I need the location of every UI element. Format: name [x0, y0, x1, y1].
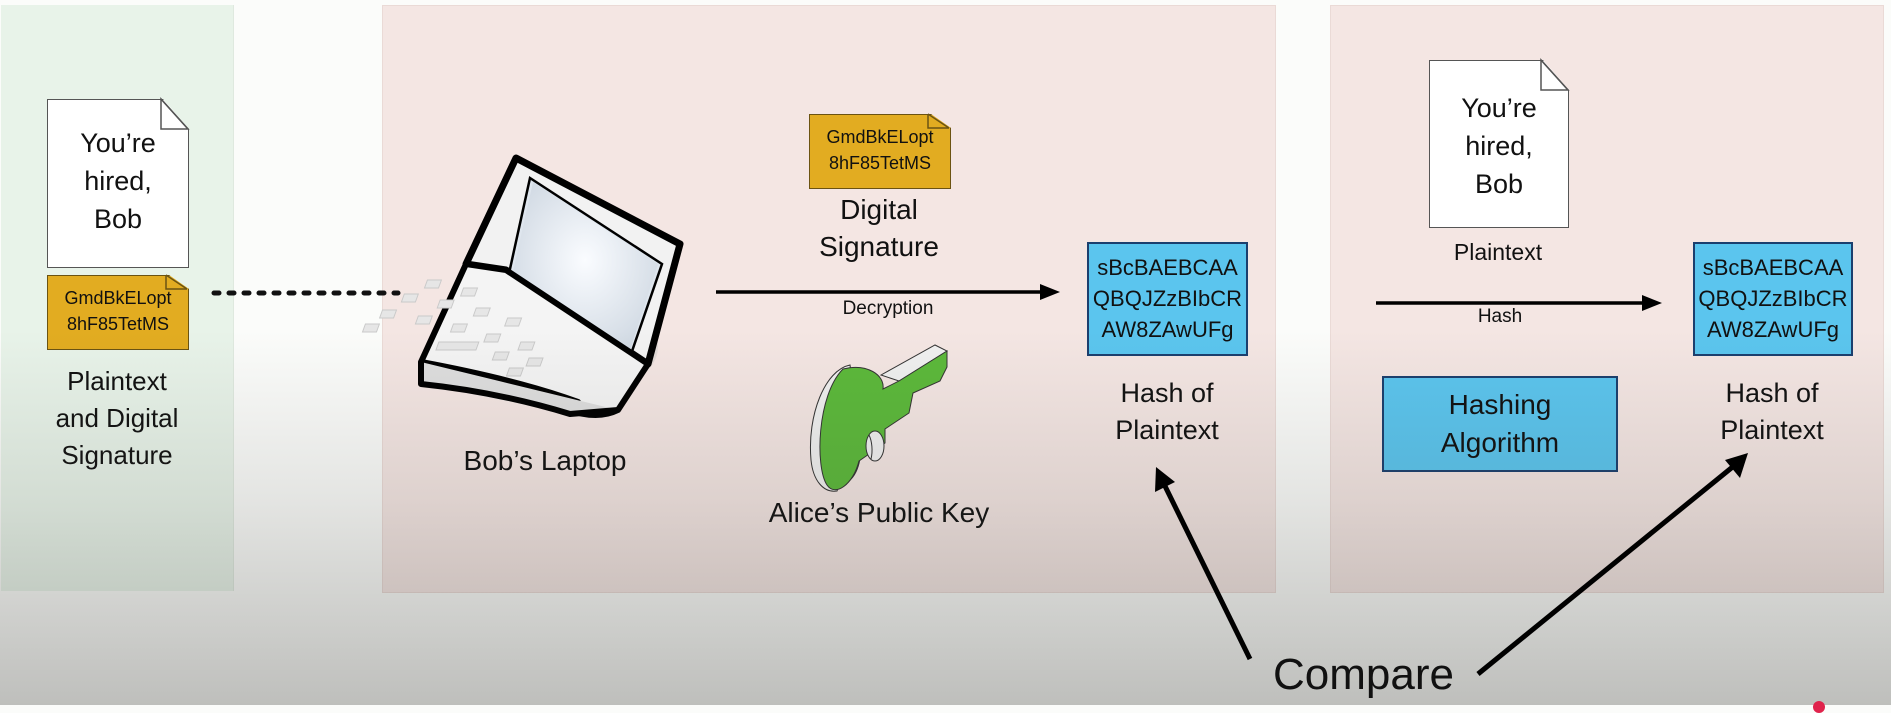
- document-fold-icon: [160, 97, 190, 130]
- signature-fold-icon: [927, 113, 950, 129]
- hashing-algorithm-box: Hashing Algorithm: [1382, 376, 1618, 472]
- laptop-caption: Bob’s Laptop: [463, 445, 627, 476]
- dotted-connector: [211, 290, 401, 296]
- hash-arrow: [1376, 295, 1662, 311]
- hash-label: Hash: [1477, 306, 1523, 327]
- decrypted-hash-caption: Hash of Plaintext: [1115, 378, 1219, 445]
- progress-marker: [1813, 701, 1825, 713]
- signature-file-icon: GmdBkELopt 8hF85TetMS: [809, 114, 951, 189]
- document-fold-icon: [1540, 58, 1570, 91]
- document-icon: You’re hired, Bob: [47, 99, 189, 268]
- compare-arrow-left: [1155, 467, 1253, 661]
- compare-arrow-right: [1476, 453, 1748, 676]
- key-caption: Alice’s Public Key: [768, 497, 990, 528]
- computed-hash-box: sBcBAEBCAA QBQJZzBIbCR AW8ZAwUFg: [1693, 242, 1853, 356]
- compare-label: Compare: [1273, 650, 1454, 699]
- key-icon: [809, 344, 949, 492]
- document-text: You’re hired, Bob: [1461, 93, 1537, 199]
- decryption-arrow: [716, 284, 1060, 300]
- plaintext-caption: Plaintext: [1453, 239, 1543, 265]
- decryption-label: Decryption: [842, 298, 934, 319]
- left-panel-caption: Plaintext and Digital Signature: [55, 366, 179, 470]
- signature-caption: Digital Signature: [819, 194, 939, 262]
- decrypted-hash-box: sBcBAEBCAA QBQJZzBIbCR AW8ZAwUFg: [1087, 242, 1248, 356]
- computed-hash-caption: Hash of Plaintext: [1720, 378, 1824, 445]
- signature-fold-icon: [165, 274, 188, 290]
- document-text: You’re hired, Bob: [80, 128, 156, 234]
- laptop-icon: [361, 154, 684, 418]
